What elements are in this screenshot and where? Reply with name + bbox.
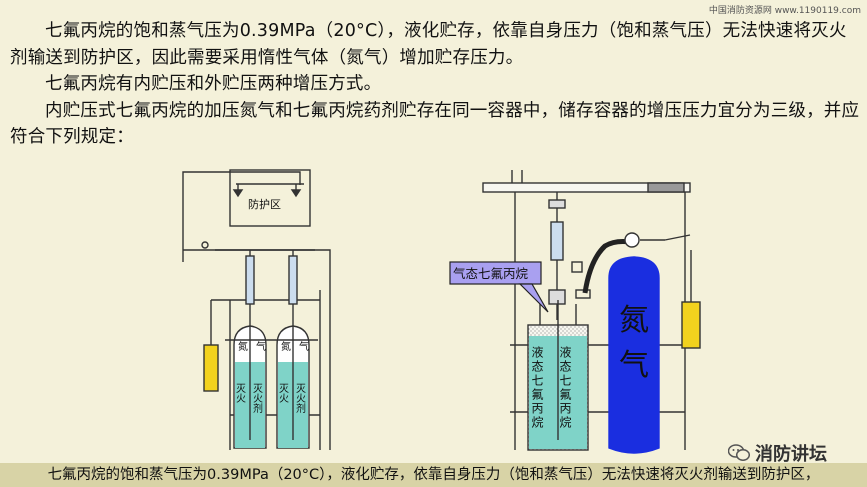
liquid-label-1: 液态七氟丙烷 [530,345,544,430]
left-cylinder-vertical-labels: 灭火 灭火剂 灭火 灭火剂 [234,383,306,414]
cyl2-left-col: 灭火 [277,383,289,403]
brand-logo: 消防讲坛 [728,440,827,466]
cyl2-right-col: 灭火剂 [294,383,306,414]
right-yellow-tank [681,301,701,349]
cyl1-right-col: 灭火剂 [251,383,263,414]
right-diagram [482,170,701,454]
cyl1-nitrogen-2: 气 [256,340,266,353]
left-yellow-tank [203,344,219,392]
bottom-caption: 七氟丙烷的饱和蒸气压为0.39MPa（20°C），液化贮存，依靠自身压力（饱和蒸… [0,463,867,487]
left-diagram [182,169,331,450]
paragraph-3: 内贮压式七氟丙烷的加压氮气和七氟丙烷药剂贮存在同一容器中，储存容器的增压压力宜分… [10,100,860,148]
brand-name: 消防讲坛 [755,444,827,465]
nitrogen-label-1: 氮 [619,303,649,338]
gas-callout-label: 气态七氟丙烷 [453,266,529,281]
left-diagram-labels: 防护区 氮 气 氮 气 [238,197,309,353]
gas-callout: 气态七氟丙烷 [449,261,549,313]
nitrogen-label-2: 气 [619,348,649,383]
nitrogen-tank [608,256,660,454]
paragraph-2: 七氟丙烷有内贮压和外贮压两种增压方式。 [45,74,382,94]
wechat-icon [728,444,750,461]
cyl2-nitrogen-2: 气 [299,340,309,353]
right-liquid-labels: 液态七氟丙烷 液态七氟丙烷 [530,345,572,430]
nitrogen-labels: 氮 气 [619,303,649,383]
protect-zone-box [229,169,311,227]
liquid-label-2: 液态七氟丙烷 [558,345,572,430]
cyl1-nitrogen-1: 氮 [238,340,248,353]
site-watermark: 中国消防资源网 www.1190119.com [708,6,861,16]
protect-zone-label: 防护区 [248,197,281,211]
cyl1-left-col: 灭火 [234,383,246,403]
slide-text: 七氟丙烷的饱和蒸气压为0.39MPa（20°C），液化贮存，依靠自身压力（饱和蒸… [10,18,860,151]
cyl2-nitrogen-1: 氮 [281,340,291,353]
paragraph-1: 七氟丙烷的饱和蒸气压为0.39MPa（20°C），液化贮存，依靠自身压力（饱和蒸… [10,21,847,68]
